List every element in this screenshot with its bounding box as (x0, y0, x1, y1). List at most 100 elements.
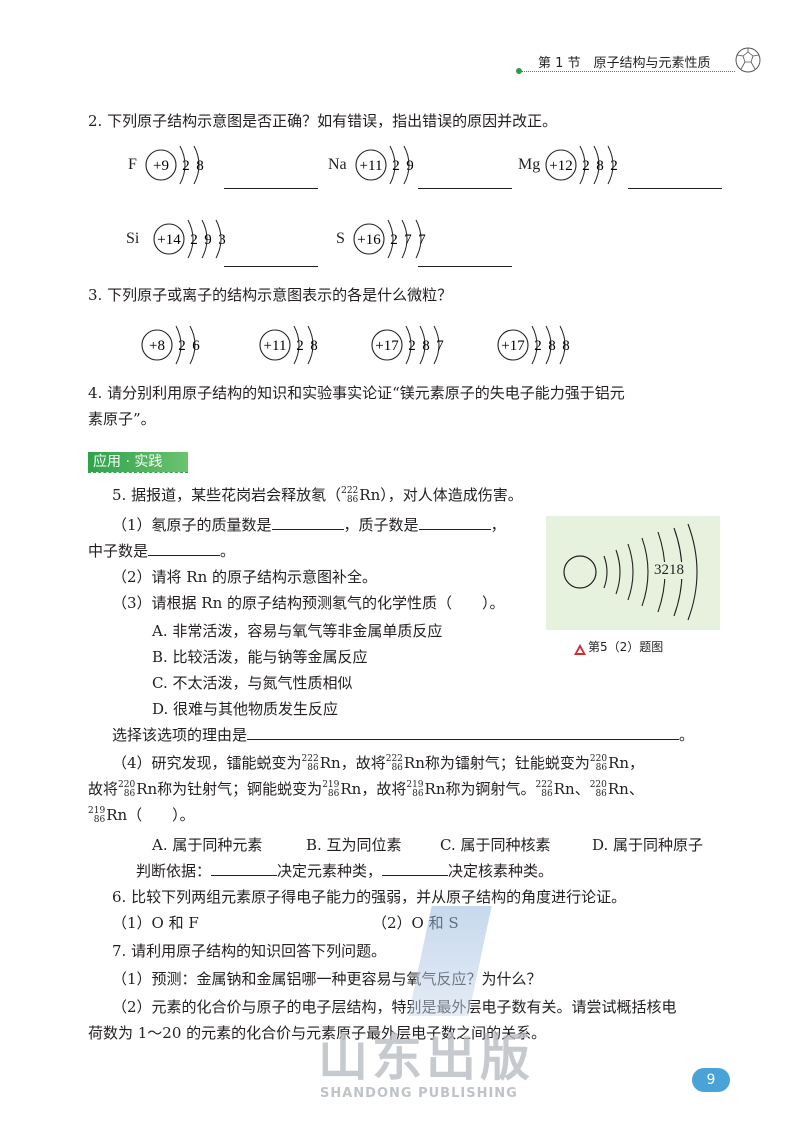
q5-option-c: C. 不太活泼，与氮气性质相似 (152, 674, 353, 692)
electron-count: 2 (610, 158, 618, 174)
question-4-line2: 素原子”。 (88, 410, 156, 428)
nucleus-circle (353, 223, 385, 255)
electron-count: 8 (310, 338, 318, 354)
judge-b: 决定元素种类， (277, 862, 383, 880)
q5-option-a: A. 非常活泼，容易与氧气等非金属单质反应 (152, 622, 443, 640)
nucleus-charge: +8 (149, 338, 165, 354)
electron-shell-arc (307, 325, 314, 365)
judge-c: 决定核素种类。 (448, 862, 554, 880)
answer-line-s[interactable] (418, 266, 512, 267)
rn-symbol: Rn (359, 486, 381, 504)
nucleus-charge: +12 (549, 158, 572, 174)
electron-shell-arc (579, 145, 586, 185)
electron-shell-arc (179, 145, 186, 185)
electron-count: 8 (596, 158, 604, 174)
nucleus-circle (145, 149, 177, 181)
iso-z: 86 (412, 789, 424, 799)
page-number: 9 (692, 1068, 730, 1092)
electron-shell-arc (187, 219, 194, 259)
answer-line-mg[interactable] (628, 188, 722, 189)
nucleus-charge: +17 (375, 338, 399, 354)
p4-2d: 称为锕射气。 (445, 780, 536, 798)
caption-triangle-icon (574, 640, 586, 659)
section-tag-underline (88, 472, 188, 473)
page-header-title: 第 1 节 原子结构与元素性质 (538, 56, 711, 71)
electron-shell-arc (175, 325, 182, 365)
p4-comma: ， (629, 754, 645, 772)
q5-p1-b: ，质子数是 (343, 516, 419, 534)
electron-shell-arc (593, 145, 600, 185)
figure-caption: 第5（2）题图 (588, 640, 664, 654)
q5-p1-d: 中子数是 (88, 542, 149, 560)
rn-figure: 3218 (546, 516, 720, 630)
judge-blank-2[interactable] (382, 861, 449, 876)
answer-line-f[interactable] (224, 188, 318, 189)
q5-p1-c: ， (490, 516, 506, 534)
neutron-number-blank[interactable] (148, 541, 221, 556)
nucleus-charge: +16 (357, 232, 381, 248)
electron-shell-arc (403, 145, 410, 185)
iso-z: 86 (93, 815, 106, 825)
element-symbol: Mg (518, 156, 541, 173)
electron-count: 2 (182, 158, 190, 174)
header-dot (516, 68, 522, 74)
proton-number-blank[interactable] (418, 515, 491, 530)
reason-blank[interactable] (247, 725, 680, 740)
p4-2b: 称为钍射气；锕能蜕变为 (157, 780, 323, 798)
judge-a: 判断依据： (136, 862, 212, 880)
mass-number-blank[interactable] (271, 515, 344, 530)
electron-shell-arc (405, 325, 412, 365)
q5-p1-e: 。 (220, 542, 236, 560)
iso-symbol: Rn (553, 780, 575, 798)
p4-2c: ，故将 (361, 780, 407, 798)
iso-symbol: Rn (607, 780, 629, 798)
electron-count: 7 (436, 338, 444, 354)
q5-option-b: B. 比较活泼，能与钠等金属反应 (152, 648, 368, 666)
electron-count: 2 (390, 232, 398, 248)
judge-blank-1[interactable] (211, 861, 278, 876)
question-3-text: 3. 下列原子或离子的结构示意图表示的各是什么微粒？ (88, 286, 453, 304)
nucleus-charge: +9 (153, 158, 169, 174)
electron-count: 9 (204, 232, 212, 248)
iso-symbol: Rn (136, 780, 158, 798)
iso-mass: 219 (88, 806, 106, 816)
q5-option-d: D. 很难与其他物质发生反应 (152, 700, 339, 718)
nucleus-circle (497, 329, 529, 361)
q7-part2-line1: （2）元素的化合价与原子的电子层结构，特别是最外层电子数有关。请尝试概括核电 (112, 998, 677, 1016)
q5-part3: （3）请根据 Rn 的原子结构预测氡气的化学性质（ ）。 (112, 594, 505, 612)
nucleus-circle (153, 223, 185, 255)
q5-intro-end: ），对人体造成伤害。 (380, 486, 523, 504)
electron-shell-arc (419, 325, 426, 365)
electron-count: 8 (562, 338, 570, 354)
nucleus-circle (355, 149, 387, 181)
answer-line-si[interactable] (224, 266, 318, 267)
q5-part2: （2）请将 Rn 的原子结构示意图补全。 (112, 568, 378, 586)
electron-count: 2 (296, 338, 304, 354)
iso-z: 86 (541, 789, 553, 799)
p4-3: （ ）。 (127, 806, 195, 824)
electron-count: 6 (192, 338, 200, 354)
rn-figure-diagram (563, 523, 698, 621)
rn-atomic: 86 (346, 495, 359, 505)
electron-count: 2 (190, 232, 198, 248)
iso-mass: 222 (301, 754, 319, 764)
publisher-watermark: 山东出版 (318, 1029, 534, 1087)
publisher-watermark-sub: SHANDONG PUBLISHING (320, 1086, 518, 1101)
electron-count: 8 (196, 158, 204, 174)
answer-line-na[interactable] (418, 188, 512, 189)
q5-part1: （1）氡原子的质量数是，质子数是， (112, 514, 506, 536)
q5-judgement: 判断依据： 决定元素种类， 决定核素种类。 (136, 860, 553, 882)
